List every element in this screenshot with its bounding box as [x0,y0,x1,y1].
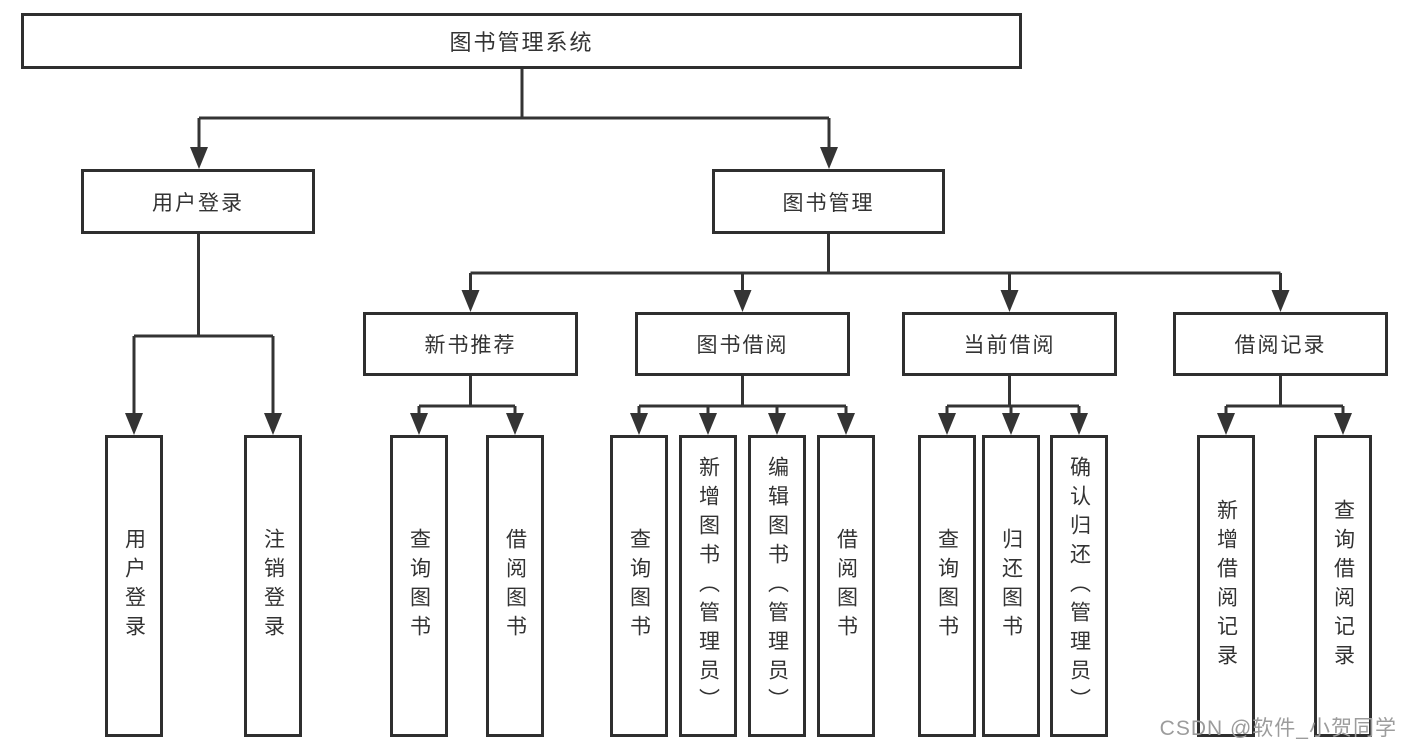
leaf-label: 借阅图书 [503,528,527,644]
edge-user-login-split [132,233,275,425]
leaf-add-borrow-record: 新增借阅记录 [1197,435,1255,737]
arrow-icon [820,147,838,169]
leaf-current-query-books: 查询图书 [918,435,976,737]
arrow-icon [1002,413,1020,435]
leaf-label: 新增图书（管理员） [696,455,720,717]
leaf-borrow-query-books: 查询图书 [610,435,668,737]
arrow-icon [768,413,786,435]
leaf-label: 查询图书 [935,528,959,644]
node-book-borrowing: 图书借阅 [635,312,850,376]
node-borrowing-records: 借阅记录 [1173,312,1388,376]
leaf-label: 归还图书 [999,528,1023,644]
leaf-return-book: 归还图书 [982,435,1040,737]
arrow-icon [410,413,428,435]
arrow-icon [1000,290,1019,312]
node-root: 图书管理系统 [21,13,1022,69]
leaf-label: 注销登录 [261,528,285,644]
arrow-icon [1070,413,1088,435]
leaf-label: 查询图书 [407,528,431,644]
leaf-edit-book-admin: 编辑图书（管理员） [748,435,806,737]
leaf-label: 借阅图书 [834,528,858,644]
edge-root-split [197,68,831,160]
arrow-icon [461,290,480,312]
leaf-user-login: 用户登录 [105,435,163,737]
leaf-logout: 注销登录 [244,435,302,737]
arrow-icon [837,413,855,435]
arrow-icon [264,413,282,435]
leaf-label: 编辑图书（管理员） [765,455,789,717]
leaf-borrow-book: 借阅图书 [817,435,875,737]
leaf-confirm-return-admin: 确认归还（管理员） [1050,435,1108,737]
edge-book-mgmt-split [469,233,1282,302]
arrow-icon [1271,290,1290,312]
csdn-watermark: CSDN @软件_小贺同学 [1159,717,1397,740]
arrow-icon [190,147,208,169]
arrow-icon [699,413,717,435]
leaf-label: 查询借阅记录 [1331,499,1355,673]
arrow-icon [938,413,956,435]
node-user-login: 用户登录 [81,169,315,234]
arrow-icon [630,413,648,435]
node-current-borrowing: 当前借阅 [902,312,1117,376]
leaf-recommend-query-books: 查询图书 [390,435,448,737]
leaf-add-book-admin: 新增图书（管理员） [679,435,737,737]
leaf-query-borrow-record: 查询借阅记录 [1314,435,1372,737]
leaf-label: 确认归还（管理员） [1067,455,1091,717]
edge-borrow-records-split [1224,376,1345,425]
leaf-recommend-borrow-books: 借阅图书 [486,435,544,737]
arrow-icon [733,290,752,312]
node-new-book-recommend: 新书推荐 [363,312,578,376]
arrow-icon [1217,413,1235,435]
edge-new-books-split [417,376,517,425]
leaf-label: 新增借阅记录 [1214,499,1238,673]
node-book-management: 图书管理 [712,169,945,234]
leaf-label: 用户登录 [122,528,146,644]
arrow-icon [506,413,524,435]
edge-book-borrow-split [637,376,848,425]
leaf-label: 查询图书 [627,528,651,644]
edge-current-borrow-split [945,376,1081,425]
arrow-icon [1334,413,1352,435]
arrow-icon [125,413,143,435]
